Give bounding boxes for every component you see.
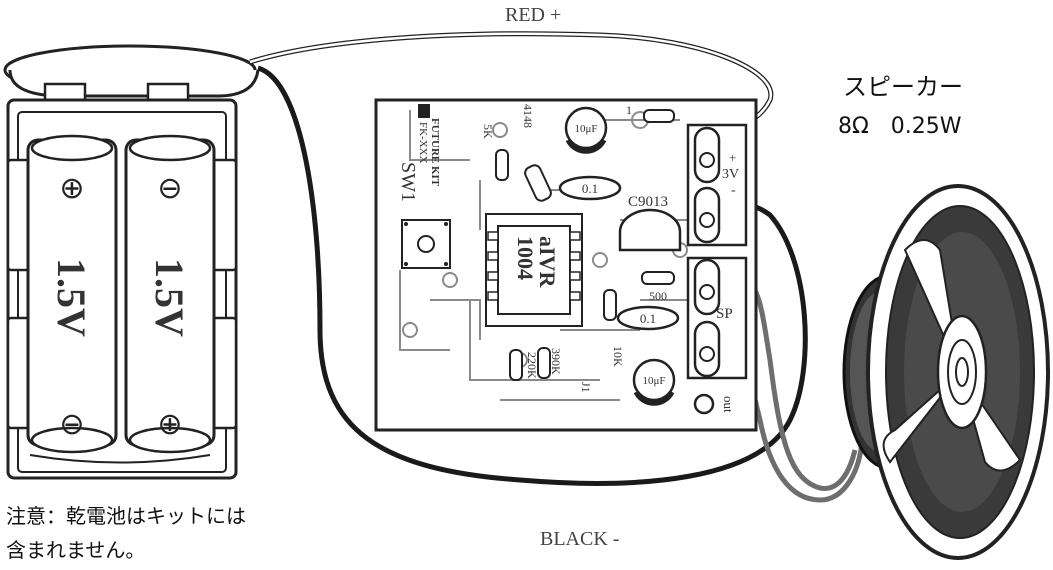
speaker-spec: 8Ω 0.25W	[838, 114, 962, 139]
terminal-plus: +	[729, 150, 736, 165]
battery-note-line1: 注意：乾電池はキットには	[6, 504, 246, 528]
diode-value: 4148	[521, 104, 535, 128]
resistor: 220K	[509, 349, 539, 381]
capacitor-value: 0.1	[640, 311, 656, 326]
push-switch: SW1	[397, 162, 451, 269]
battery-minus-symbol: ⊖	[59, 407, 84, 442]
black-wire	[257, 65, 808, 486]
circuit-board: FUTURE KIT FK-XXX SW1 aIVR 1004	[374, 98, 758, 432]
resistor: 5K	[481, 124, 509, 181]
resistor-value: 10K	[611, 346, 625, 367]
transistor: C9013	[618, 194, 682, 252]
speaker-title: スピーカー	[843, 73, 963, 101]
resistor-value: 500	[649, 289, 667, 303]
resistor-value: 220K	[525, 352, 539, 379]
jumper: J1	[579, 382, 593, 393]
resistor: 1	[626, 103, 675, 123]
out-label: out	[721, 396, 736, 413]
terminal-power-label: 3V	[722, 167, 739, 182]
brand-logo: FUTURE KIT FK-XXX	[417, 104, 441, 187]
terminal-minus: -	[731, 183, 736, 198]
resistor-value: 1	[626, 103, 632, 117]
battery-cell-left: ⊕ ⊖ 1.5V	[26, 134, 118, 454]
board-model: FK-XXX	[417, 122, 429, 164]
switch-label: SW1	[397, 162, 419, 202]
resistor: 10K	[603, 289, 625, 367]
ic-label-line2: 1004	[513, 236, 538, 280]
power-terminal: + 3V -	[686, 123, 748, 247]
capacitor-ceramic: 0.1	[558, 175, 622, 201]
ic-label-line1: aIVR	[535, 236, 560, 288]
battery-note-line2: 含まれません。	[6, 538, 146, 562]
capacitor-value: 10μF	[642, 375, 665, 387]
capacitor-electrolytic: 10μF	[564, 106, 608, 154]
battery-voltage-label: 1.5V	[147, 258, 192, 337]
capacitor-electrolytic: 10μF	[632, 358, 676, 406]
diode: 4148	[521, 104, 552, 202]
battery-cell-right: ⊖ ⊕ 1.5V	[124, 134, 216, 454]
resistor-value: 390K	[549, 348, 563, 375]
speaker	[842, 184, 1050, 560]
capacitor-value: 10μF	[574, 123, 597, 135]
out-pad: out	[693, 393, 736, 415]
black-wire-label: BLACK -	[540, 528, 620, 550]
battery-voltage-label: 1.5V	[49, 258, 94, 337]
red-wire-label: RED +	[505, 4, 562, 26]
ic-chip: aIVR 1004	[485, 213, 583, 327]
resistor: 390K	[537, 347, 563, 379]
speaker-terminal: SP	[686, 256, 748, 380]
resistor-value: 5K	[481, 124, 495, 139]
transistor-label: C9013	[628, 194, 668, 210]
board-brand: FUTURE KIT	[429, 118, 441, 187]
battery-minus-symbol: ⊖	[157, 171, 182, 206]
jumper-label: J1	[579, 382, 593, 393]
capacitor-ceramic: 0.1	[616, 305, 680, 331]
battery-holder: ⊕ ⊖ 1.5V ⊖ ⊕ 1.5V	[3, 44, 260, 480]
battery-plus-symbol: ⊕	[157, 407, 182, 442]
battery-plus-symbol: ⊕	[59, 171, 84, 206]
resistor: 500	[641, 271, 675, 303]
terminal-speaker-label: SP	[716, 306, 733, 322]
capacitor-value: 0.1	[582, 181, 598, 196]
